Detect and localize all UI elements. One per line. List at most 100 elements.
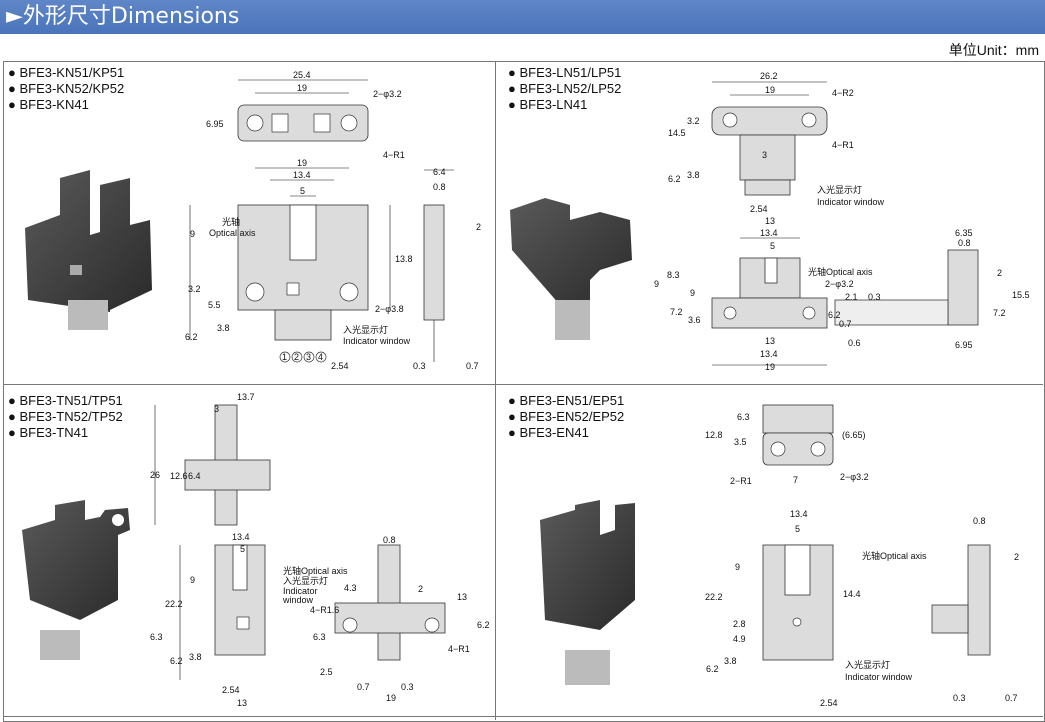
en-dim-0-7: 0.7 bbox=[1005, 693, 1018, 703]
kn-dim-2: 2 bbox=[476, 222, 481, 232]
tn-dim-r1: 4−R1 bbox=[448, 644, 470, 654]
ln-dim-2-1: 2.1 bbox=[845, 292, 858, 302]
model-label: BFE3-LN51/LP51 bbox=[508, 65, 621, 81]
ln-dim-5: 5 bbox=[770, 241, 775, 251]
divider-vertical bbox=[495, 61, 496, 720]
en-model-list: BFE3-EN51/EP51 BFE3-EN52/EP52 BFE3-EN41 bbox=[508, 393, 624, 441]
ln-dim-13-4: 13.4 bbox=[760, 228, 778, 238]
ln-dim-0-7: 0.7 bbox=[839, 319, 852, 329]
en-dim-9: 9 bbox=[735, 562, 740, 572]
en-dim-3-8: 3.8 bbox=[724, 656, 737, 666]
tn-dim-6-3b: 6.3 bbox=[313, 632, 326, 642]
en-top-view bbox=[762, 404, 834, 466]
kn-dim-13-8: 13.8 bbox=[395, 254, 413, 264]
tn-side-view bbox=[334, 544, 446, 661]
tn-model-list: BFE3-TN51/TP51 BFE3-TN52/TP52 BFE3-TN41 bbox=[8, 393, 122, 441]
kn-dim-hole: 2−φ3.2 bbox=[373, 89, 402, 99]
en-side-view bbox=[931, 544, 991, 656]
tn-dim-22-2: 22.2 bbox=[165, 599, 183, 609]
kn-dim-19: 19 bbox=[297, 83, 307, 93]
tn-dim-2: 2 bbox=[418, 584, 423, 594]
model-label: BFE3-KN41 bbox=[8, 97, 124, 113]
ln-dim-6-2: 6.2 bbox=[668, 174, 681, 184]
ln-dim-6-95: 6.95 bbox=[955, 340, 973, 350]
kn-dim-0-3: 0.3 bbox=[413, 361, 426, 371]
kn-dim-0-7: 0.7 bbox=[466, 361, 479, 371]
ln-indicator-cn: 入光显示灯 bbox=[817, 184, 862, 195]
ln-dim-r1: 4−R1 bbox=[832, 140, 854, 150]
ln-dim-6-35: 6.35 bbox=[955, 228, 973, 238]
model-label: BFE3-EN52/EP52 bbox=[508, 409, 624, 425]
tn-dim-r1-6: 4−R1.6 bbox=[310, 605, 339, 615]
tn-dim-3: 3 bbox=[214, 404, 219, 414]
model-label: BFE3-EN51/EP51 bbox=[508, 393, 624, 409]
ln-optical-label: 光轴Optical axis bbox=[808, 266, 873, 277]
tn-photo bbox=[22, 500, 130, 660]
ln-front-view bbox=[711, 237, 828, 366]
ln-dim-3: 3 bbox=[762, 150, 767, 160]
tn-dim-19: 19 bbox=[386, 693, 396, 703]
kn-pin-4: 4 bbox=[318, 352, 323, 362]
kn-dim-5-5: 5.5 bbox=[208, 300, 221, 310]
kn-dim-19b: 19 bbox=[297, 158, 307, 168]
en-dim-r1: 2−R1 bbox=[730, 476, 752, 486]
ln-photo bbox=[510, 198, 632, 340]
tn-top-view bbox=[154, 404, 271, 526]
tn-dim-26: 26 bbox=[150, 470, 160, 480]
kn-dim-2-54: 2.54 bbox=[331, 361, 349, 371]
ln-dim-19: 19 bbox=[765, 85, 775, 95]
tn-dim-9: 9 bbox=[190, 575, 195, 585]
ln-side-view bbox=[834, 249, 979, 326]
model-label: BFE3-KN52/KP52 bbox=[8, 81, 124, 97]
kn-indicator-en: Indicator window bbox=[343, 336, 411, 346]
tn-dim-0-3: 0.3 bbox=[401, 682, 414, 692]
kn-dim-r1: 4−R1 bbox=[383, 150, 405, 160]
en-dim-6-3: 6.3 bbox=[737, 412, 750, 422]
tn-dim-6-2b: 6.2 bbox=[477, 620, 490, 630]
model-label: BFE3-LN52/LP52 bbox=[508, 81, 621, 97]
ln-dim-0-3: 0.3 bbox=[868, 292, 881, 302]
ln-dim-14-5: 14.5 bbox=[668, 128, 686, 138]
model-label: BFE3-EN41 bbox=[508, 425, 624, 441]
ln-dim-7-2b: 7.2 bbox=[993, 308, 1006, 318]
tn-dim-13-4: 13.4 bbox=[232, 532, 250, 542]
kn-pin-3: 3 bbox=[306, 352, 311, 362]
tn-dim-6-4: 6.4 bbox=[188, 471, 201, 481]
kn-dim-6-95: 6.95 bbox=[206, 119, 224, 129]
tn-dim-3-8: 3.8 bbox=[189, 652, 202, 662]
kn-dim-0-8: 0.8 bbox=[433, 182, 446, 192]
tn-dim-6-2: 6.2 bbox=[170, 656, 183, 666]
kn-model-list: BFE3-KN51/KP51 BFE3-KN52/KP52 BFE3-KN41 bbox=[8, 65, 124, 113]
en-dim-0-8: 0.8 bbox=[973, 516, 986, 526]
kn-top-view bbox=[237, 79, 369, 142]
ln-dim-0-8: 0.8 bbox=[958, 238, 971, 248]
ln-dim-8-3: 8.3 bbox=[667, 270, 680, 280]
en-front-view bbox=[762, 544, 834, 661]
divider-horizontal bbox=[3, 384, 1043, 385]
ln-dim-6-2b: 6.2 bbox=[828, 310, 841, 320]
tn-indicator-en: Indicator bbox=[283, 586, 318, 596]
kn-dim-3-2: 3.2 bbox=[188, 284, 201, 294]
en-optical-label: 光轴Optical axis bbox=[862, 550, 927, 561]
tn-front-view bbox=[179, 544, 266, 680]
tn-dim-2-54: 2.54 bbox=[222, 685, 240, 695]
ln-dim-2-54: 2.54 bbox=[750, 204, 768, 214]
ln-dim-15-5: 15.5 bbox=[1012, 290, 1030, 300]
ln-dim-0-6: 0.6 bbox=[848, 338, 861, 348]
kn-dim-3-8: 3.8 bbox=[217, 323, 230, 333]
en-dim-hole: 2−φ3.2 bbox=[840, 472, 869, 482]
unit-label: 单位Unit：mm bbox=[948, 42, 1039, 58]
en-dim-6-65: (6.65) bbox=[842, 430, 866, 440]
kn-indicator-cn: 入光显示灯 bbox=[343, 324, 388, 335]
ln-dim-hole: 2−φ3.2 bbox=[825, 279, 854, 289]
kn-pin-1: 1 bbox=[282, 352, 287, 362]
en-dim-0-3: 0.3 bbox=[953, 693, 966, 703]
kn-side-view bbox=[423, 169, 454, 362]
en-photo bbox=[540, 500, 635, 685]
tn-dim-13b: 13 bbox=[457, 592, 467, 602]
tn-dim-0-8: 0.8 bbox=[383, 535, 396, 545]
ln-dim-9: 9 bbox=[654, 279, 659, 289]
kn-dim-13-4: 13.4 bbox=[293, 170, 311, 180]
tn-dim-0-7: 0.7 bbox=[357, 682, 370, 692]
ln-dim-19b: 19 bbox=[765, 362, 775, 372]
